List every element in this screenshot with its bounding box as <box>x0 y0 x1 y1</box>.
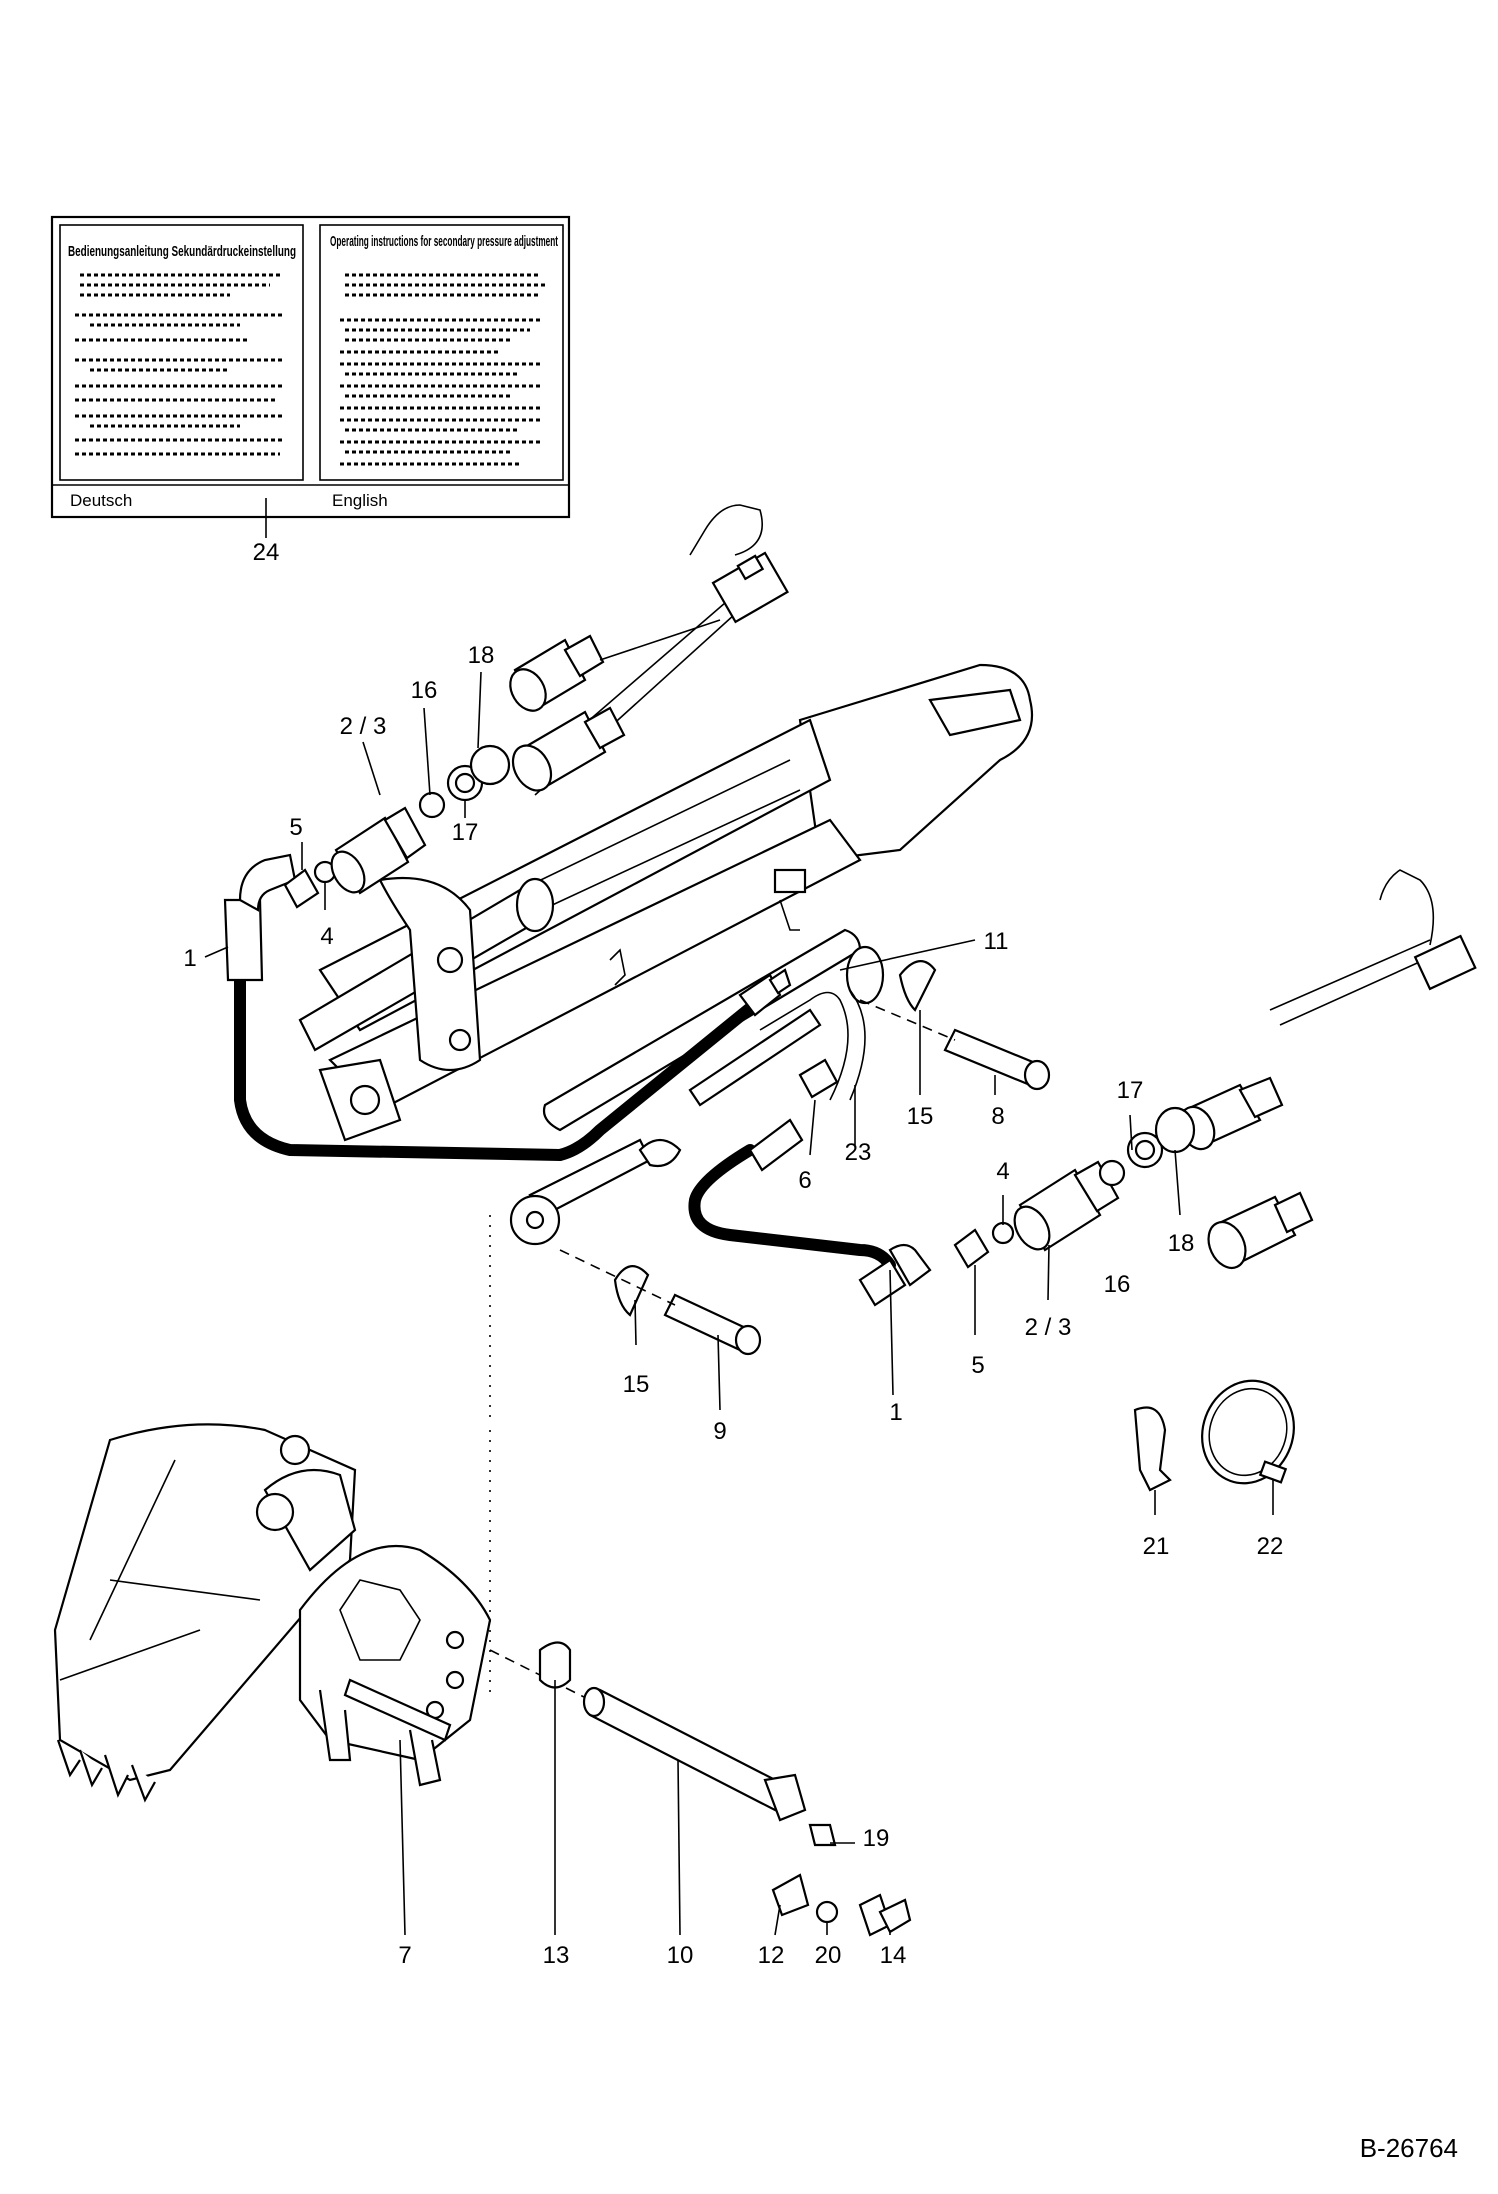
decal-left-language: Deutsch <box>70 491 132 510</box>
callout-18-upper: 18 <box>468 642 495 669</box>
lower-fittings <box>953 1106 1196 1269</box>
callout-16-upper: 16 <box>411 677 438 704</box>
callout-2-3-lower: 2 / 3 <box>1025 1314 1072 1341</box>
callout-23: 23 <box>845 1139 872 1166</box>
callout-4-lower: 4 <box>996 1158 1009 1185</box>
boom-arm-assembly <box>298 663 1034 1246</box>
hose-assembly-lower <box>688 989 932 1307</box>
callout-24: 24 <box>253 539 280 566</box>
callout-6: 6 <box>798 1167 811 1194</box>
leader-lines <box>204 498 1274 1936</box>
callout-18-lower: 18 <box>1168 1230 1195 1257</box>
decal-text-lines <box>75 273 545 466</box>
callout-4-upper: 4 <box>320 923 333 950</box>
callout-15-upper: 15 <box>907 1103 934 1130</box>
pins <box>559 960 1051 1356</box>
callout-8: 8 <box>991 1103 1004 1130</box>
callout-9: 9 <box>713 1418 726 1445</box>
upper-fittings <box>283 744 511 909</box>
callout-17-lower: 17 <box>1117 1077 1144 1104</box>
callout-19: 19 <box>863 1825 890 1852</box>
pin-10-assembly <box>489 1641 912 1937</box>
callout-1-lower: 1 <box>889 1399 902 1426</box>
hose-assembly-upper <box>223 853 792 1161</box>
bucket-teeth <box>56 1739 156 1803</box>
callout-21: 21 <box>1143 1533 1170 1560</box>
callout-12: 12 <box>758 1942 785 1969</box>
decal-left-title: Bedienungsanleitung Sekundärdruckeinstel… <box>68 243 296 260</box>
callout-11: 11 <box>984 928 1009 955</box>
callout-labels: 24 18 16 2 / 3 5 17 4 1 11 15 8 23 6 17 … <box>183 539 1283 1969</box>
bucket-assembly <box>53 1215 492 1803</box>
decal-right-language: English <box>332 491 388 510</box>
callout-22: 22 <box>1257 1533 1284 1560</box>
callout-10: 10 <box>667 1942 694 1969</box>
upper-coupling-set <box>509 504 789 796</box>
callout-5-lower: 5 <box>971 1352 984 1379</box>
callout-17-upper: 17 <box>452 819 479 846</box>
callout-5-upper: 5 <box>289 814 302 841</box>
decal-right-title: Operating instructions for secondary pre… <box>330 233 558 250</box>
callout-2-3-upper: 2 / 3 <box>340 713 387 740</box>
callout-1-upper: 1 <box>183 945 196 972</box>
callout-14: 14 <box>880 1942 907 1969</box>
clamp-parts <box>1133 1379 1295 1492</box>
instruction-decal: Bedienungsanleitung Sekundärdruckeinstel… <box>50 215 571 519</box>
callout-15-lower: 15 <box>623 1371 650 1398</box>
callout-16-lower: 16 <box>1104 1271 1131 1298</box>
figure-code: B-26764 <box>1359 2133 1458 2163</box>
callout-13: 13 <box>543 1942 570 1969</box>
callout-7: 7 <box>398 1942 411 1969</box>
right-coupling-set <box>1178 869 1477 1270</box>
callout-20: 20 <box>815 1942 842 1969</box>
